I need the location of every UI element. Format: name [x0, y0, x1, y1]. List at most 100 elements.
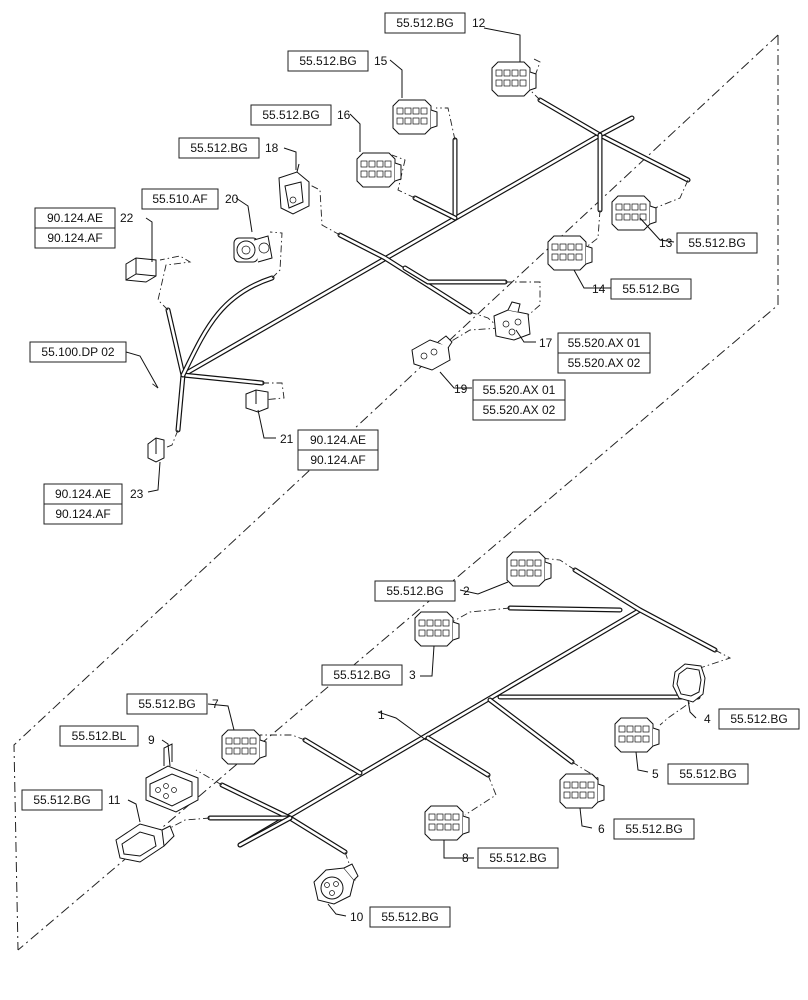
connector-8[interactable]	[424, 805, 470, 841]
callout-14-ref-box	[610, 278, 692, 300]
callout-16-number: 16	[337, 108, 351, 122]
callout-4-number: 4	[704, 712, 711, 726]
callout-8-ref: 55.512.BG	[489, 851, 546, 865]
callout-19-number: 19	[454, 382, 468, 396]
callout-22-ref-1: 90.124.AE	[47, 211, 103, 225]
callout-15-ref-box	[287, 50, 369, 72]
callout-13-number: 13	[659, 236, 673, 250]
callout-10: 10 55.512.BG	[350, 906, 451, 928]
connector-9[interactable]	[145, 743, 199, 813]
callout-22-ref-2: 90.124.AF	[47, 231, 102, 245]
callout-22-number: 22	[120, 211, 134, 225]
callout-18-ref: 55.512.BG	[190, 141, 247, 155]
callout-11-ref-box	[21, 789, 103, 811]
callout-2-ref: 55.512.BG	[386, 584, 443, 598]
callout-22-ref-box-2	[34, 227, 116, 249]
callout-4-ref: 55.512.BG	[730, 712, 787, 726]
callout-3-number: 3	[409, 668, 416, 682]
callout-13-ref: 55.512.BG	[688, 236, 745, 250]
connector-3[interactable]	[414, 611, 460, 647]
lower-harness-branches	[207, 567, 718, 855]
callout-18-number: 18	[265, 141, 279, 155]
callout-21-ref-2: 90.124.AF	[310, 453, 365, 467]
callout-9: 55.512.BL 9	[59, 725, 155, 747]
connector-18[interactable]	[278, 163, 310, 215]
callout-23-number: 23	[130, 487, 144, 501]
callout-13: 13 55.512.BG	[659, 232, 758, 254]
connector-21[interactable]	[245, 389, 269, 413]
callout-3-ref: 55.512.BG	[333, 668, 390, 682]
callout-8-ref-box	[477, 847, 559, 869]
callout-6: 6 55.512.BG	[598, 818, 695, 840]
connector-20[interactable]	[233, 235, 273, 263]
connector-2[interactable]	[506, 551, 552, 587]
upper-harness-branches	[165, 97, 691, 433]
callout-18-ref-box	[178, 137, 260, 159]
callout-23: 90.124.AE 90.124.AF 23	[43, 483, 144, 525]
callout-17-ref-box-2	[557, 352, 651, 374]
callout-5-ref: 55.512.BG	[679, 767, 736, 781]
callout-13-ref-box	[676, 232, 758, 254]
callout-14-ref: 55.512.BG	[622, 282, 679, 296]
callout-14-number: 14	[592, 282, 606, 296]
callout-18: 55.512.BG 18	[178, 137, 279, 159]
callout-11-ref: 55.512.BG	[33, 793, 90, 807]
callout-2-number: 2	[463, 584, 470, 598]
callout-19: 19 55.520.AX 01 55.520.AX 02	[454, 379, 566, 421]
callout-5-number: 5	[652, 767, 659, 781]
upper-harness	[165, 97, 691, 433]
connector-7[interactable]	[221, 729, 267, 765]
callout-11: 55.512.BG 11	[21, 789, 121, 811]
callout-5-ref-box	[667, 763, 749, 785]
callout-dp02-ref: 55.100.DP 02	[41, 345, 114, 359]
callout-20-number: 20	[225, 192, 239, 206]
callout-22: 90.124.AE 90.124.AF 22	[34, 207, 134, 249]
connector-23[interactable]	[147, 437, 165, 463]
callout-4: 4 55.512.BG	[704, 708, 800, 730]
callout-21-number: 21	[280, 432, 294, 446]
connector-6[interactable]	[559, 773, 605, 809]
callout-21: 21 90.124.AE 90.124.AF	[280, 429, 379, 471]
callout-7-ref: 55.512.BG	[138, 697, 195, 711]
callout-9-ref: 55.512.BL	[72, 729, 127, 743]
callout-dp02: 55.100.DP 02	[29, 341, 127, 363]
callout-3-ref-box	[321, 664, 403, 686]
callout-19-ref-1: 55.520.AX 01	[483, 383, 556, 397]
callout-15-ref: 55.512.BG	[299, 54, 356, 68]
connector-5[interactable]	[614, 717, 660, 753]
callout-8-number: 8	[462, 851, 469, 865]
callout-7-number: 7	[212, 697, 219, 711]
callout-23-ref-box-2	[43, 503, 123, 525]
callout-10-number: 10	[350, 910, 364, 924]
connector-22[interactable]	[125, 257, 157, 283]
connector-11[interactable]	[115, 823, 175, 863]
connector-13[interactable]	[611, 195, 657, 231]
callout-20-ref: 55.510.AF	[152, 192, 207, 206]
callout-12-ref: 55.512.BG	[396, 16, 453, 30]
callout-19-ref-2: 55.520.AX 02	[483, 403, 556, 417]
upper-harness-trunk	[180, 132, 603, 378]
lower-harness-trunk	[237, 607, 643, 848]
connector-17[interactable]	[493, 301, 531, 341]
callout-12-ref-box	[384, 12, 466, 34]
connector-4[interactable]	[672, 663, 706, 703]
callout-5: 5 55.512.BG	[652, 763, 749, 785]
callout-3: 55.512.BG 3	[321, 664, 416, 686]
callout-7: 55.512.BG 7	[126, 693, 219, 715]
connector-12[interactable]	[491, 61, 537, 97]
connector-14[interactable]	[547, 235, 593, 271]
callout-21-ref-1: 90.124.AE	[310, 433, 366, 447]
connector-10[interactable]	[313, 863, 359, 905]
callout-6-ref-box	[613, 818, 695, 840]
callout-dp02-ref-box	[29, 341, 127, 363]
callout-17-ref-1: 55.520.AX 01	[568, 336, 641, 350]
callout-14: 14 55.512.BG	[592, 278, 692, 300]
leader-lines	[125, 27, 697, 917]
connector-16[interactable]	[356, 152, 402, 188]
callout-2-ref-box	[374, 580, 456, 602]
connector-15[interactable]	[392, 99, 438, 135]
connector-19[interactable]	[411, 335, 453, 371]
callout-8: 8 55.512.BG	[462, 847, 559, 869]
callout-16-ref: 55.512.BG	[262, 108, 319, 122]
